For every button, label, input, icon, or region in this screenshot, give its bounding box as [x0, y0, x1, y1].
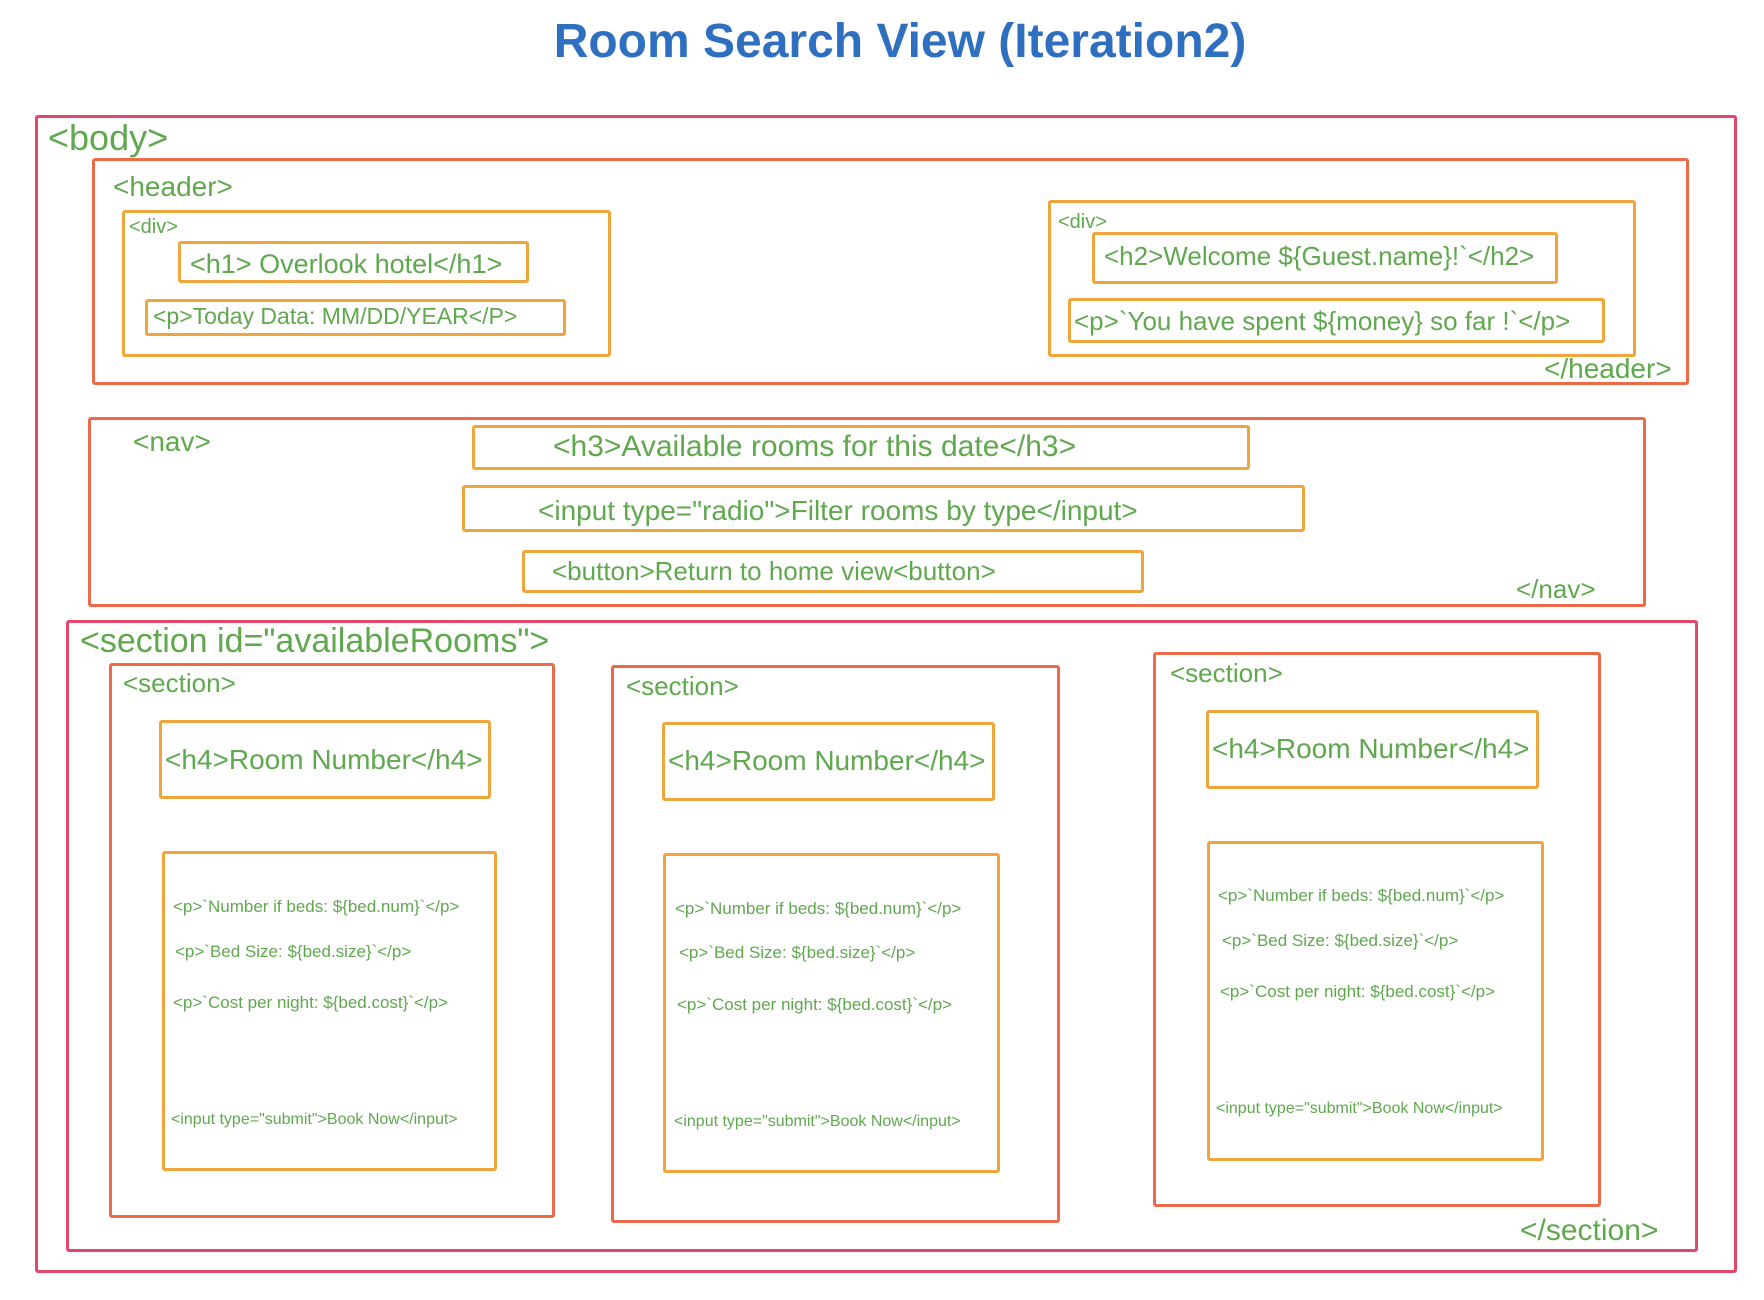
room-section-box	[611, 665, 1060, 1223]
h3-text: <h3>Available rooms for this date</h3>	[553, 430, 1077, 463]
bed-number-text: <p>`Number if beds: ${bed.num}`</p>	[1218, 886, 1505, 905]
room-h4-text: <h4>Room Number</h4>	[165, 744, 483, 775]
header-left-div-box	[122, 210, 611, 357]
room-section-tag: <section>	[1170, 658, 1283, 688]
available-rooms-open-tag: <section id="availableRooms">	[80, 622, 550, 660]
room-section-tag: <section>	[626, 671, 739, 701]
book-now-input-text: <input type="submit">Book Now</input>	[674, 1113, 961, 1130]
nav-box	[88, 417, 1646, 607]
room-h4-box	[662, 722, 995, 801]
room-h4-box	[159, 720, 491, 799]
room-section-tag: <section>	[123, 668, 236, 698]
bed-size-text: <p>`Bed Size: ${bed.size}`</p>	[1222, 931, 1459, 950]
h1-text: <h1> Overlook hotel</h1>	[190, 249, 503, 279]
bed-size-text: <p>`Bed Size: ${bed.size}`</p>	[175, 942, 412, 961]
date-p-box	[145, 299, 566, 336]
nav-open-tag: <nav>	[133, 426, 211, 457]
return-button-text: <button>Return to home view<button>	[552, 556, 996, 586]
room-h4-box	[1206, 710, 1539, 789]
book-now-input-text: <input type="submit">Book Now</input>	[1216, 1100, 1503, 1117]
header-close-tag: </header>	[1544, 353, 1672, 384]
spent-p-box	[1068, 298, 1605, 343]
body-open-tag: <body>	[48, 117, 169, 158]
bed-cost-text: <p>`Cost per night: ${bed.cost}`</p>	[1220, 982, 1496, 1001]
body-box	[35, 115, 1737, 1273]
room-details-box	[663, 853, 1000, 1173]
room-details-box	[1207, 841, 1544, 1161]
room-h4-text: <h4>Room Number</h4>	[668, 745, 986, 776]
header-right-div-tag: <div>	[1058, 211, 1107, 233]
header-right-div-box	[1048, 200, 1636, 357]
header-open-tag: <header>	[113, 171, 233, 202]
h2-box	[1092, 232, 1558, 284]
radio-input-box	[462, 485, 1305, 532]
bed-size-text: <p>`Bed Size: ${bed.size}`</p>	[679, 943, 916, 962]
welcome-h2-text: <h2>Welcome ${Guest.name}!`</h2>	[1104, 241, 1535, 271]
diagram-title: Room Search View (Iteration2)	[553, 15, 1247, 68]
spent-p-text: <p>`You have spent ${money} so far !`</p…	[1074, 306, 1571, 336]
header-box	[92, 158, 1689, 385]
return-button-box	[522, 550, 1144, 593]
room-details-box	[162, 851, 497, 1171]
room-h4-text: <h4>Room Number</h4>	[1212, 733, 1530, 764]
radio-input-text: <input type="radio">Filter rooms by type…	[538, 495, 1138, 526]
available-rooms-close-tag: </section>	[1520, 1214, 1659, 1247]
room-section-box	[109, 663, 555, 1218]
bed-cost-text: <p>`Cost per night: ${bed.cost}`</p>	[677, 995, 953, 1014]
date-p-text: <p>Today Data: MM/DD/YEAR</P>	[153, 303, 518, 329]
room-section-box	[1153, 652, 1601, 1207]
nav-close-tag: </nav>	[1516, 574, 1596, 604]
available-rooms-box	[66, 620, 1698, 1252]
h1-box	[178, 241, 529, 283]
bed-cost-text: <p>`Cost per night: ${bed.cost}`</p>	[173, 993, 449, 1012]
book-now-input-text: <input type="submit">Book Now</input>	[171, 1111, 458, 1128]
header-left-div-tag: <div>	[129, 216, 178, 238]
bed-number-text: <p>`Number if beds: ${bed.num}`</p>	[173, 897, 460, 916]
h3-box	[472, 425, 1250, 470]
bed-number-text: <p>`Number if beds: ${bed.num}`</p>	[675, 899, 962, 918]
